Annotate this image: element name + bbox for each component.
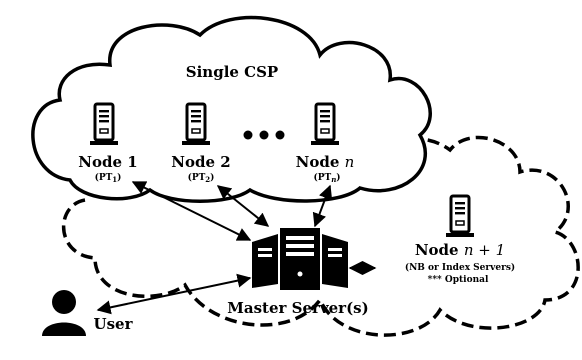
single-csp-cloud [31,15,432,203]
node-1-label: Node 1 [78,153,137,171]
node-2-server-rack-icon [180,102,212,147]
node-n-sub: (PTn) [313,172,340,184]
node-2-label: Node 2 [171,153,230,171]
node-n-plus-1-label: Node n + 1 [415,241,505,259]
node-n-server-rack-icon [309,102,341,147]
user-label: User [94,315,134,333]
node-n-plus-1-detail: (NB or Index Servers) [405,262,515,273]
arrow-user-master [96,273,252,315]
user-icon [42,290,86,336]
node-2-sub: (PT2) [188,172,215,184]
node-1-sub: (PT1) [95,172,122,184]
arrow-noden-master [312,184,333,228]
node-n-label: Node n [296,153,355,171]
master-server-label: Master Server(s) [227,299,368,317]
ellipsis-dots [243,130,285,140]
node-1-server-rack-icon [88,102,120,147]
master-server-tower-icon [252,228,348,290]
cloud-title: Single CSP [186,63,278,81]
node-n-plus-1-server-rack-icon [444,194,476,239]
connection-arrows [96,181,377,315]
arrow-node2-master [216,185,270,227]
arrow-node1-master [131,181,252,241]
node-n-plus-1-optional: *** Optional [428,275,489,285]
